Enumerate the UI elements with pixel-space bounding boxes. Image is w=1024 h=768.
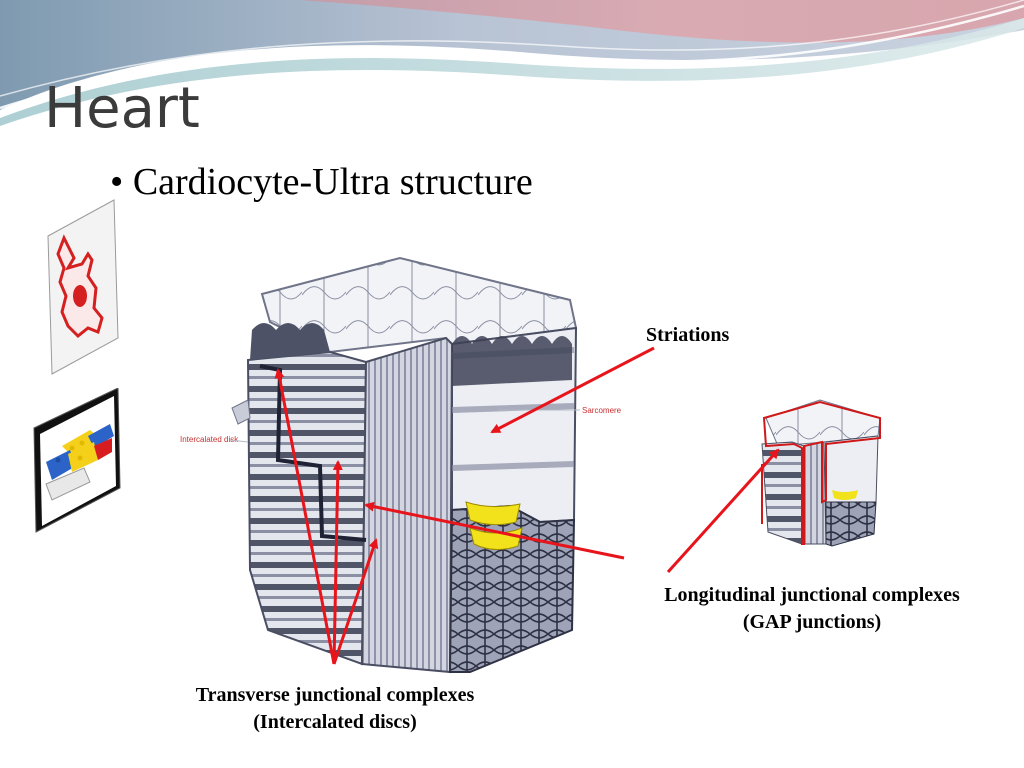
transverse-arrow-1 bbox=[274, 368, 336, 665]
longitudinal-junctions-label: Longitudinal junctional complexes (GAP j… bbox=[622, 582, 1002, 636]
intercalated-disk-label: Intercalated disk bbox=[180, 435, 239, 444]
striations-label: Striations bbox=[646, 324, 730, 346]
longitudinal-arrow-inset bbox=[666, 448, 780, 574]
longitudinal-label-line1: Longitudinal junctional complexes bbox=[664, 584, 960, 606]
cardiac-muscle-illustration: Sarcomere Intercalated disk bbox=[170, 210, 662, 680]
blue-brick-icon bbox=[46, 450, 76, 480]
transverse-arrow-2 bbox=[332, 460, 343, 665]
header-wave-banner bbox=[0, 0, 1024, 126]
bullet-glyph: • bbox=[110, 161, 133, 203]
striations-arrow bbox=[490, 346, 655, 434]
sarcomere-label: Sarcomere bbox=[582, 406, 622, 415]
blue-brick-icon bbox=[88, 424, 114, 448]
transverse-junctions-label: Transverse junctional complexes (Interca… bbox=[150, 682, 520, 736]
bullet-point: • Cardiocyte-Ultra structure bbox=[110, 160, 533, 204]
red-brick-icon bbox=[94, 438, 112, 460]
transverse-label-line2: (Intercalated discs) bbox=[253, 711, 417, 733]
longitudinal-arrow-main bbox=[364, 501, 625, 560]
lego-bricks-thumbnail bbox=[33, 388, 121, 533]
yellow-brick-icon bbox=[68, 442, 98, 472]
bullet-text: Cardiocyte-Ultra structure bbox=[132, 161, 533, 203]
inset-highlight-outline bbox=[762, 400, 881, 545]
white-brick-icon bbox=[45, 467, 91, 501]
slide-title: Heart bbox=[44, 76, 200, 141]
longitudinal-label-line2: (GAP junctions) bbox=[742, 611, 882, 633]
transverse-arrow-3 bbox=[332, 538, 379, 665]
nucleus-icon bbox=[73, 285, 87, 307]
transverse-label-line1: Transverse junctional complexes bbox=[195, 684, 475, 706]
cardiocyte-cell-thumbnail bbox=[47, 199, 119, 375]
